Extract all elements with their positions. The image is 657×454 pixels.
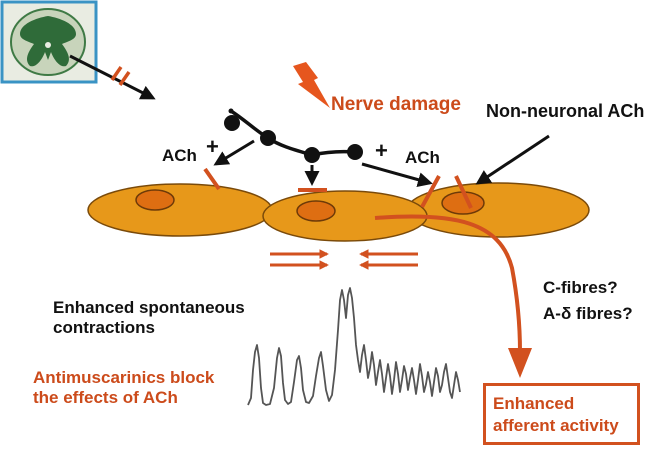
- enhanced-contractions-line-1: Enhanced spontaneous: [53, 298, 245, 317]
- receptor-right-1: [420, 175, 441, 208]
- antimuscarinics-line-2: the effects of ACh: [33, 387, 178, 407]
- smooth-muscle-cells: [87, 182, 590, 242]
- antimuscarinics-label: Antimuscarinics block the effects of ACh: [33, 368, 214, 407]
- plus-sign-left: +: [206, 134, 219, 159]
- cell-nucleus: [135, 189, 175, 211]
- varicosity: [260, 130, 276, 146]
- receptor-left: [203, 167, 221, 191]
- pathway-lesion-mark: [110, 66, 131, 86]
- plus-sign-right: +: [375, 138, 388, 163]
- receptor-right-2: [454, 175, 473, 209]
- ach-arrow-right: [361, 162, 433, 187]
- fibre-types-label: C-fibres? A-δ fibres?: [543, 275, 633, 326]
- coupling-arrows: [270, 249, 418, 270]
- muscle-cell-left: [87, 183, 273, 237]
- afferent-arrowhead: [508, 348, 532, 378]
- enhanced-afferent-activity-box: Enhanced afferent activity: [483, 383, 640, 445]
- nerve-damage-label: Nerve damage: [331, 94, 461, 115]
- varicosity: [224, 115, 240, 131]
- a-delta-fibres-text: A-δ fibres?: [543, 303, 633, 323]
- afferent-signal-arrow: [374, 214, 522, 353]
- enhanced-contractions-line-2: contractions: [53, 317, 156, 337]
- antimuscarinics-line-1: Antimuscarinics block: [33, 368, 215, 387]
- cell-nucleus: [296, 200, 336, 222]
- afferent-line-1: Enhanced: [493, 394, 575, 413]
- c-fibres-text: C-fibres?: [543, 278, 618, 297]
- varicosity: [304, 147, 320, 163]
- afferent-line-2: afferent activity: [493, 416, 619, 436]
- nerve-fibre: [224, 108, 363, 163]
- ach-label-right: ACh: [405, 148, 440, 167]
- non-neuronal-ach-label: Non-neuronal ACh: [486, 101, 645, 121]
- muscle-cell-right: [406, 182, 590, 238]
- contraction-trace: [247, 287, 461, 406]
- enhanced-contractions-label: Enhanced spontaneous contractions: [53, 298, 245, 337]
- lightning-bolt-icon: [293, 62, 330, 108]
- ach-arrow-left: [213, 139, 255, 166]
- ach-label-left: ACh: [162, 146, 197, 165]
- varicosity: [347, 144, 363, 160]
- non-neuronal-ach-arrow: [475, 134, 550, 185]
- spinal-cord-section-icon: [10, 8, 86, 76]
- spinal-cord-thumbnail: [0, 0, 98, 84]
- spinal-pathway-arrow: [69, 54, 156, 100]
